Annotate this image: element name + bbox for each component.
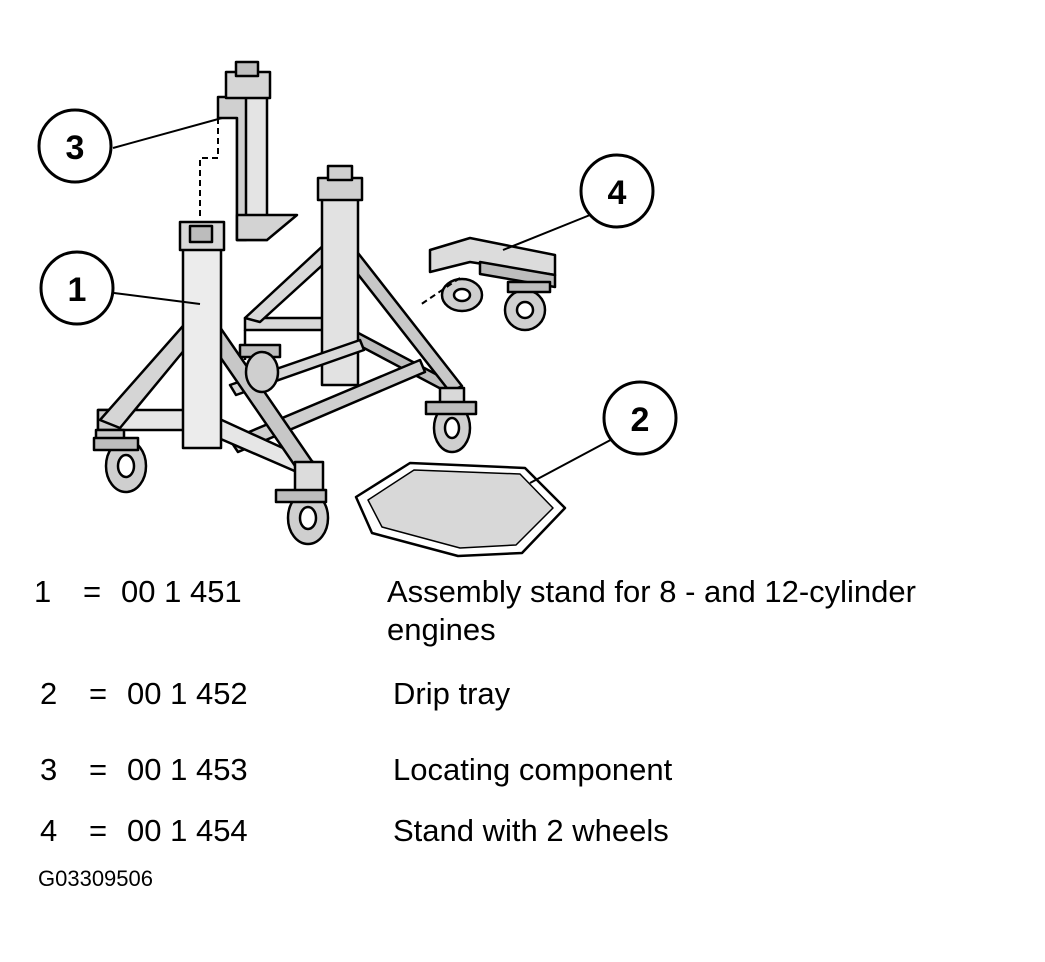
legend-desc-2: Drip tray [393,676,511,711]
legend-num-4: 4 [40,813,58,848]
legend-eq-2: = [89,676,108,711]
legend-eq-3: = [89,752,108,787]
legend-part-1: 00 1 451 [121,574,242,609]
leader-line-2 [529,435,619,484]
drip-tray [354,461,567,558]
assembly-stand-illustration: 3 1 4 2 [37,60,678,558]
locating-component [199,60,299,242]
callout-2-label: 2 [631,401,650,439]
two-wheel-stand [419,236,557,332]
legend-part-4: 00 1 454 [127,813,248,848]
caster-wheels [92,350,478,546]
legend-part-3: 00 1 453 [127,752,248,787]
callout-2-circle [602,380,678,456]
legend-part-2: 00 1 452 [127,676,248,711]
legend-num-3: 3 [40,752,58,787]
callout-4-label: 4 [608,174,627,212]
legend-desc-1: Assembly stand for 8 - and 12-cylinder e… [387,574,916,647]
leader-line-3 [112,117,223,149]
leader-line-4 [502,214,591,251]
legend-num-1: 1 [34,574,52,609]
front-stand-frame [94,220,325,500]
callout-3-label: 3 [66,129,85,167]
legend-eq-1: = [83,574,102,609]
legend-desc-4: Stand with 2 wheels [393,813,669,848]
callout-3-circle [37,108,113,184]
callout-1-circle [39,250,115,326]
figure-id: G03309506 [38,866,153,891]
callout-4-circle [579,153,655,229]
legend-eq-4: = [89,813,108,848]
leader-line-1 [113,292,201,305]
legend-desc-3: Locating component [393,752,673,787]
legend-num-2: 2 [40,676,58,711]
callout-1-label: 1 [68,271,87,309]
